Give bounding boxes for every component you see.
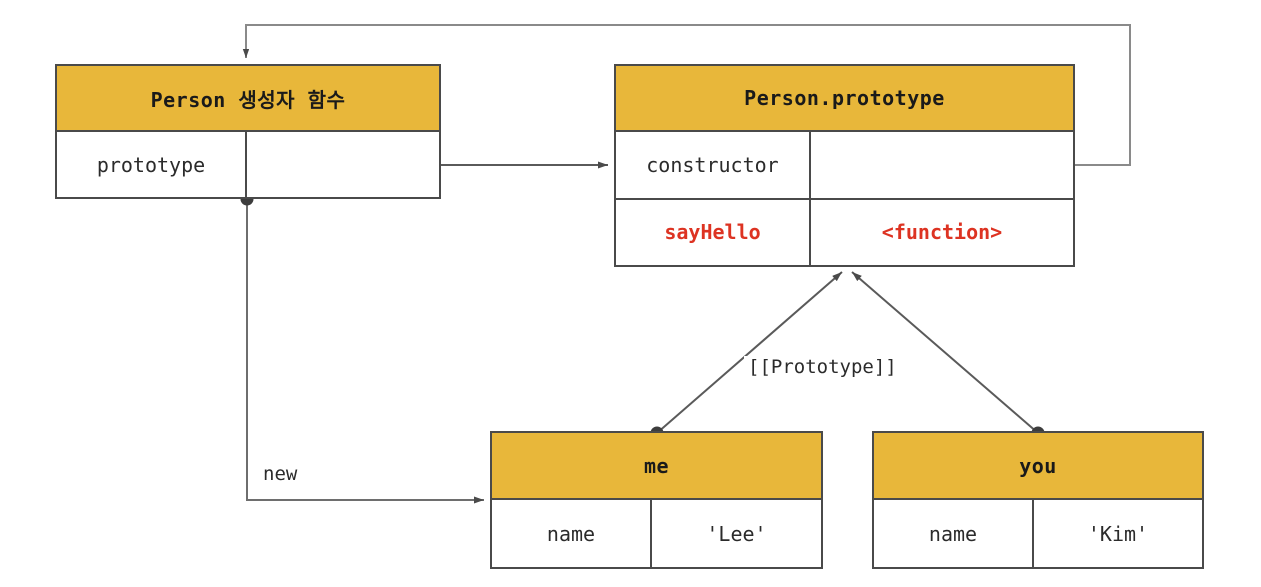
box-me-title: me [492,433,821,500]
box-person-prototype-value-sayhello: <function> [881,220,1003,245]
box-person-prototype-key-sayhello: sayHello [616,199,811,265]
box-person-row-prototype[interactable]: prototype [57,132,439,197]
box-me-row-name[interactable]: name 'Lee' [492,500,821,567]
box-you[interactable]: you name 'Kim' [872,431,1204,569]
label-new: new [259,463,302,485]
edge-new-to-me [240,192,484,504]
box-person-prototype-title: Person.prototype [616,66,1073,132]
box-person[interactable]: Person 생성자 함수 prototype [55,64,441,199]
box-person-prototype-row-constructor[interactable]: constructor [616,132,1073,198]
box-person-prototype-value-constructor [811,132,1073,198]
box-person-value-prototype [247,132,439,197]
box-me-value-name: 'Lee' [706,521,767,546]
box-person-key-prototype: prototype [57,132,247,197]
label-prototype-slot: [[Prototype]] [744,356,901,378]
box-me[interactable]: me name 'Lee' [490,431,823,569]
box-me-key-name: name [492,500,652,567]
box-you-row-name[interactable]: name 'Kim' [874,500,1202,567]
box-you-key-name: name [874,500,1034,567]
box-person-prototype-key-constructor: constructor [616,132,811,198]
box-you-title: you [874,433,1202,500]
box-you-value-name: 'Kim' [1087,521,1149,546]
box-person-prototype[interactable]: Person.prototype constructor sayHello <f… [614,64,1075,267]
box-person-prototype-row-sayhello[interactable]: sayHello <function> [616,197,1073,265]
box-person-title: Person 생성자 함수 [57,66,439,132]
